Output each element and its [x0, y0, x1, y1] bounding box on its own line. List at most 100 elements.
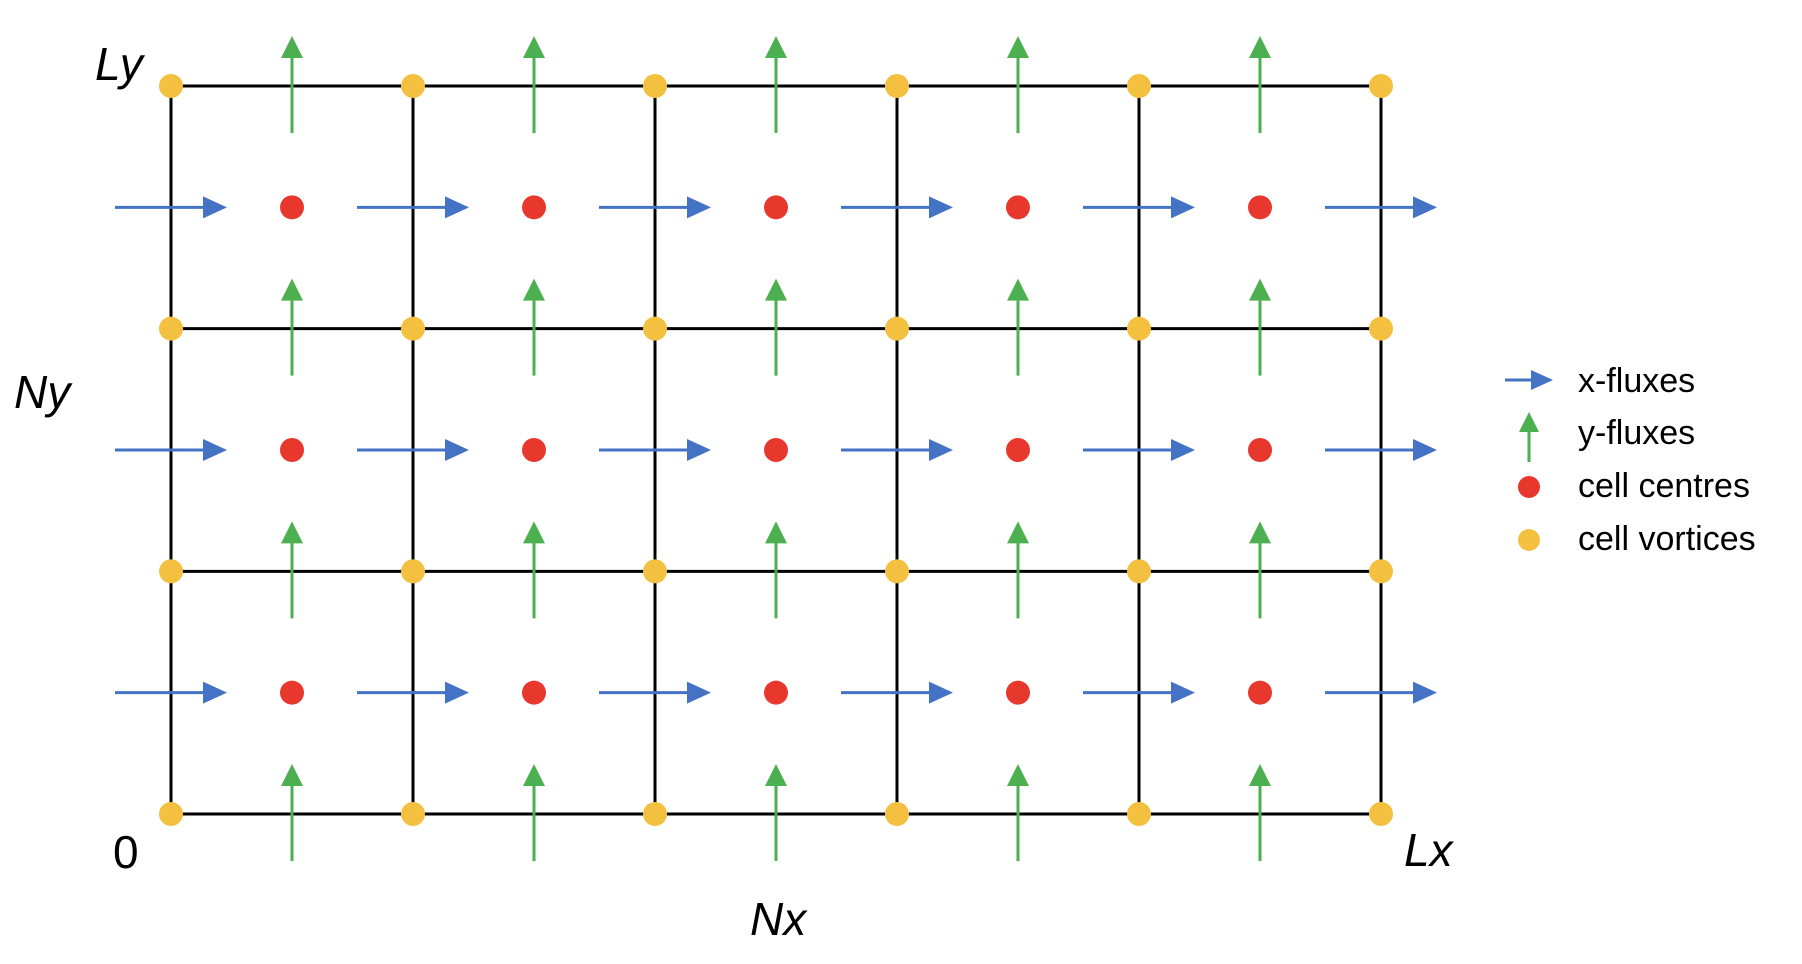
cell-vortex-dot — [1127, 316, 1151, 341]
y-flux-head — [1007, 521, 1029, 544]
x-flux-arrow — [357, 439, 469, 461]
y-flux-head — [523, 36, 545, 58]
cell-centre-dot — [1248, 680, 1272, 705]
cell-vortex-dot — [159, 559, 183, 584]
y-flux-arrow — [281, 278, 303, 376]
x-flux-arrow — [1325, 196, 1437, 219]
cell-vortex-dot — [159, 802, 183, 826]
label-origin: 0 — [113, 826, 139, 878]
y-flux-head — [765, 764, 787, 786]
legend-label: cell vortices — [1578, 520, 1756, 558]
y-flux-arrow — [1249, 764, 1271, 861]
x-flux-arrow — [841, 681, 953, 704]
x-flux-arrow — [357, 681, 469, 704]
cell-vortex-dot — [643, 316, 667, 341]
cell-vortex-dot — [1127, 74, 1151, 98]
x-flux-arrow — [599, 196, 711, 219]
cell-vortex-dot — [1369, 802, 1393, 826]
cell-centre-dot — [1006, 438, 1030, 462]
x-flux-arrow — [1325, 681, 1437, 704]
y-flux-arrow — [1249, 36, 1271, 133]
x-flux-arrow — [1325, 439, 1437, 461]
y-flux-arrow — [281, 521, 303, 619]
legend-item-x-fluxes: x-fluxes — [1505, 362, 1695, 400]
x-flux-arrows — [115, 196, 1437, 704]
y-flux-head — [765, 521, 787, 544]
cell-centre-dot — [764, 195, 788, 220]
y-flux-head — [1007, 278, 1029, 301]
cell-vortex-dot — [401, 802, 425, 826]
legend-arrow-head — [1531, 370, 1553, 390]
x-flux-head — [1171, 196, 1195, 219]
x-flux-arrow — [599, 681, 711, 704]
x-flux-head — [687, 681, 711, 704]
y-flux-arrow — [1007, 764, 1029, 861]
legend-item-cell-centres: cell centres — [1518, 467, 1750, 505]
legend-label: x-fluxes — [1578, 362, 1695, 400]
label-ny: Ny — [14, 366, 73, 418]
cell-vortex-dot — [885, 559, 909, 584]
y-flux-head — [1249, 36, 1271, 58]
cell-centre-dot — [1006, 195, 1030, 220]
x-flux-arrow — [1083, 439, 1195, 461]
x-flux-arrow — [115, 196, 227, 219]
y-flux-head — [765, 278, 787, 301]
x-flux-head — [687, 196, 711, 219]
right-arrow-icon — [1505, 370, 1553, 390]
cell-centre-dot — [764, 680, 788, 705]
label-lx: Lx — [1404, 824, 1455, 876]
legend: x-fluxes y-fluxes cell centres cell vortice… — [1505, 362, 1756, 558]
legend-item-y-fluxes: y-fluxes — [1519, 412, 1695, 462]
y-flux-arrow — [523, 36, 545, 133]
legend-arrow-head — [1519, 412, 1539, 432]
cell-centre-dot — [764, 438, 788, 462]
cell-vortex-dot — [885, 802, 909, 826]
orange-dot-icon — [1518, 529, 1540, 551]
y-flux-head — [1007, 36, 1029, 58]
cell-vortex-dot — [401, 316, 425, 341]
cell-vortex-dot — [643, 802, 667, 826]
cell-centres — [280, 195, 1272, 705]
y-flux-head — [1249, 278, 1271, 301]
cell-vortex-dot — [1369, 559, 1393, 584]
x-flux-head — [1171, 439, 1195, 461]
cell-vortices — [159, 74, 1393, 826]
y-flux-head — [281, 521, 303, 544]
red-dot-icon — [1518, 476, 1540, 498]
x-flux-arrow — [841, 196, 953, 219]
cell-centre-dot — [280, 195, 304, 220]
legend-item-cell-vortices: cell vortices — [1518, 520, 1756, 558]
x-flux-arrow — [1083, 681, 1195, 704]
cell-vortex-dot — [885, 74, 909, 98]
cell-vortex-dot — [1127, 802, 1151, 826]
x-flux-head — [1171, 681, 1195, 704]
x-flux-head — [445, 196, 469, 219]
y-flux-arrow — [281, 36, 303, 133]
x-flux-head — [929, 681, 953, 704]
x-flux-arrow — [115, 439, 227, 461]
cell-centre-dot — [522, 195, 546, 220]
y-flux-head — [523, 278, 545, 301]
x-flux-head — [1413, 196, 1437, 219]
y-flux-arrow — [523, 764, 545, 861]
x-flux-head — [687, 439, 711, 461]
x-flux-head — [1413, 681, 1437, 704]
cell-vortex-dot — [401, 559, 425, 584]
legend-label: y-fluxes — [1578, 414, 1695, 452]
y-flux-head — [281, 278, 303, 301]
y-flux-arrow — [523, 521, 545, 619]
y-flux-arrow — [765, 521, 787, 619]
x-flux-head — [203, 196, 227, 219]
cell-centre-dot — [522, 680, 546, 705]
y-flux-head — [523, 764, 545, 786]
y-flux-arrow — [765, 278, 787, 376]
cell-vortex-dot — [1127, 559, 1151, 584]
x-flux-head — [929, 439, 953, 461]
y-flux-arrows — [281, 36, 1271, 861]
x-flux-head — [445, 681, 469, 704]
y-flux-head — [765, 36, 787, 58]
up-arrow-icon — [1519, 412, 1539, 462]
cell-centre-dot — [1248, 195, 1272, 220]
label-nx: Nx — [750, 893, 808, 945]
x-flux-head — [445, 439, 469, 461]
